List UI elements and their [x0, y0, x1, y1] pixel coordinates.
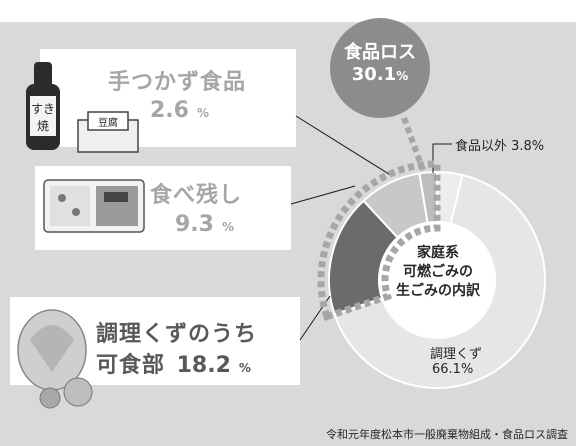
label-tabenokoshi-value: 9.3% [175, 212, 234, 237]
label-tetsukazu-title: 手つかず食品 [108, 70, 247, 95]
tetsukazu-unit: % [196, 106, 210, 120]
label-choriku-name: 調理くず [430, 347, 483, 362]
leader-line-tetsukazu [295, 115, 393, 177]
label-tetsukazu-value: 2.6% [150, 98, 209, 123]
food-loss-number: 30.1 [351, 64, 397, 85]
food-loss-badge [330, 18, 430, 118]
leader-line-tabenokoshi [290, 185, 356, 205]
svg-text:焼: 焼 [37, 119, 49, 133]
food-loss-value: 30.1% [338, 64, 422, 85]
label-other: 食品以外 3.8% [455, 139, 545, 154]
kashokubu-title-line2: 可食部 [96, 353, 166, 378]
svg-text:豆腐: 豆腐 [98, 116, 118, 129]
tetsukazu-number: 2.6 [150, 98, 189, 123]
center-line-1: 家庭系 [417, 245, 459, 261]
kashokubu-number: 18.2 [176, 353, 231, 378]
donut-hole [379, 222, 495, 338]
label-kashokubu-line1: 調理くずのうち [96, 322, 258, 347]
label-tabenokoshi-title: 食べ残し [150, 183, 243, 208]
center-line-3: 生ごみの内訳 [396, 283, 480, 299]
tabenokoshi-unit: % [221, 220, 235, 234]
svg-text:すき: すき [31, 102, 55, 116]
tofu-pack-icon: 豆腐 [77, 111, 139, 153]
tabenokoshi-number: 9.3 [175, 212, 214, 237]
food-loss-unit: % [396, 69, 409, 83]
label-kashokubu-line2: 可食部 18.2% [96, 347, 251, 379]
food-loss-dotted-outline [317, 160, 441, 321]
food-loss-title: 食品ロス [344, 42, 416, 63]
sukiyaki-sauce-bottle-icon: すき 焼 [26, 62, 60, 150]
kashokubu-unit: % [238, 361, 251, 375]
source-note: 令和元年度松本市一般廃棄物組成・食品ロス調査 [326, 428, 568, 441]
center-line-2: 可燃ごみの [403, 264, 473, 280]
vegetable-scraps-icon [17, 309, 93, 409]
label-choriku-value: 66.1% [432, 362, 474, 377]
bento-box-icon [43, 179, 145, 233]
donut-center-title: 家庭系 可燃ごみの 生ごみの内訳 [368, 244, 508, 301]
